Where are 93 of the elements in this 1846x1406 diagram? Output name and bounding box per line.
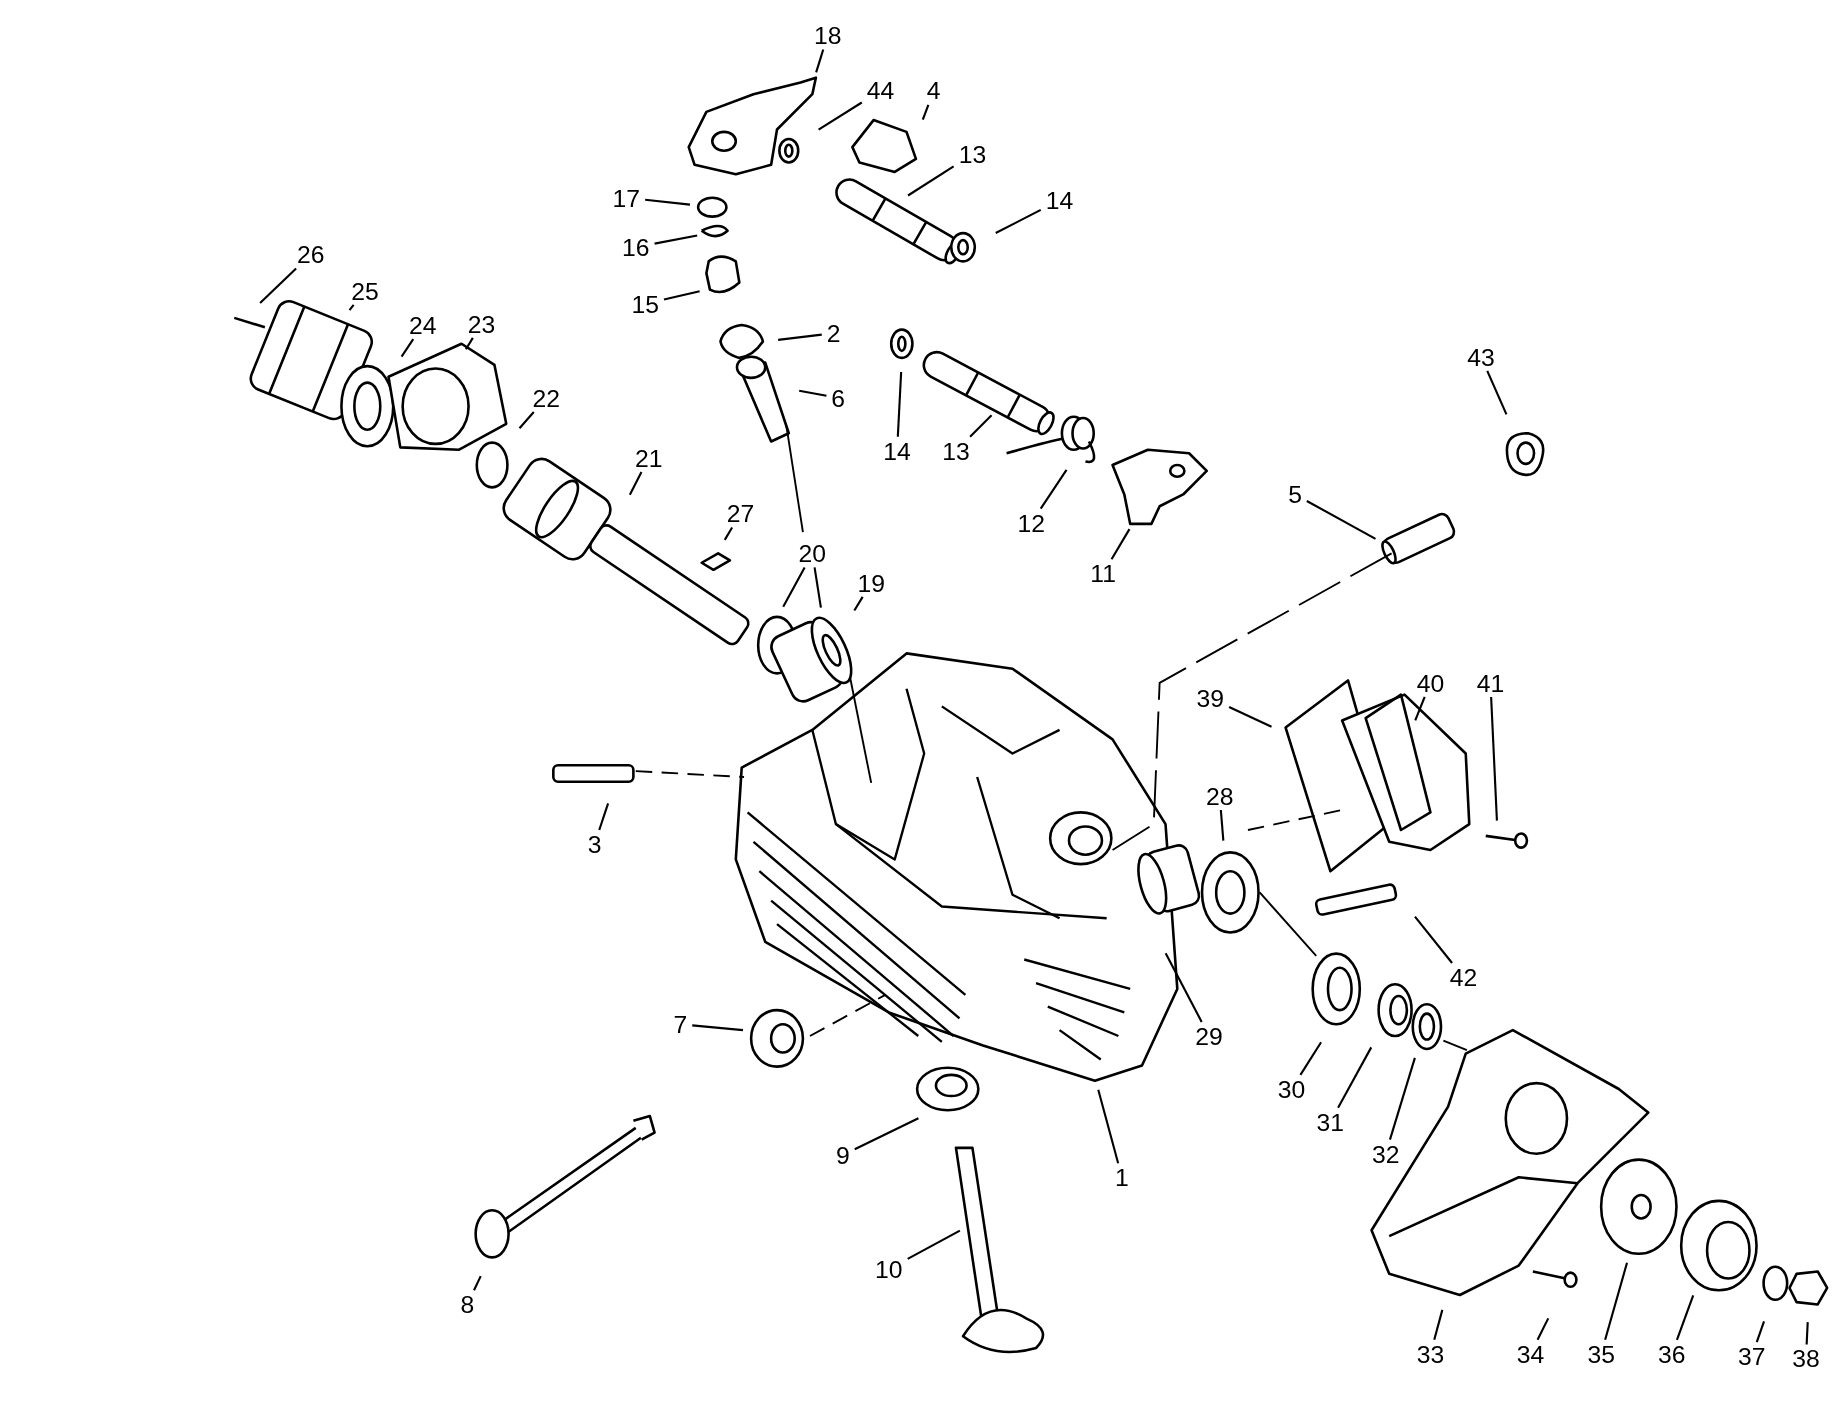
callout-number: 30 (1277, 1076, 1306, 1102)
callout-number: 16 (622, 234, 650, 260)
callout-number: 44 (866, 78, 895, 103)
callout-number: 37 (1738, 1343, 1766, 1369)
leader-line (815, 49, 825, 73)
leader-line (598, 803, 610, 831)
leader-line (1604, 1262, 1629, 1341)
callout-number: 20 (798, 540, 827, 566)
callout-number: 13 (942, 438, 970, 464)
callout-number: 5 (1288, 482, 1302, 507)
leader-line (1110, 528, 1131, 560)
callout-number: 18 (813, 22, 842, 48)
leader-line (782, 566, 806, 608)
callout-number: 19 (857, 570, 885, 596)
callout-number: 14 (883, 438, 911, 464)
callout-number: 2 (826, 320, 841, 346)
callout-number: 29 (1195, 1023, 1223, 1049)
leader-line (907, 165, 955, 197)
leader-line (969, 414, 993, 438)
leader-line (645, 198, 691, 206)
leader-line (1805, 1322, 1809, 1345)
leader-line (1490, 696, 1498, 821)
leader-line (818, 101, 863, 131)
callout-number: 38 (1792, 1346, 1820, 1371)
leader-line (1039, 469, 1068, 510)
callout-number: 7 (673, 1011, 688, 1037)
callout-number: 12 (1017, 510, 1046, 536)
callout-number: 39 (1196, 685, 1224, 711)
callout-number: 33 (1416, 1341, 1445, 1367)
leader-line (1299, 1041, 1322, 1076)
leader-line (921, 104, 930, 121)
callout-number: 15 (631, 291, 659, 317)
callout-number: 28 (1205, 783, 1234, 809)
callout-number: 27 (726, 500, 755, 526)
leader-line (654, 234, 698, 245)
leader-line (518, 411, 535, 429)
leader-line (473, 1275, 482, 1291)
leader-line (348, 304, 355, 311)
callout-number: 17 (612, 185, 641, 211)
callout-number: 43 (1467, 344, 1495, 370)
callout-number: 42 (1449, 964, 1478, 990)
callout-number: 40 (1416, 670, 1445, 696)
leader-line (1164, 952, 1203, 1023)
leader-line (663, 290, 700, 301)
leader-line (853, 596, 864, 612)
callout-number: 8 (460, 1292, 475, 1317)
callout-number: 14 (1045, 187, 1074, 213)
callout-number: 25 (351, 278, 379, 304)
leader-line (1414, 915, 1453, 964)
callout-number: 41 (1476, 670, 1505, 696)
leader-line (1675, 1295, 1695, 1341)
callout-number: 32 (1371, 1141, 1400, 1167)
callout-number: 24 (408, 312, 437, 338)
leader-line (1755, 1321, 1766, 1343)
leader-line (907, 1229, 961, 1260)
leader-line (1306, 500, 1377, 540)
leader-line (1536, 1317, 1550, 1341)
leader-line (995, 208, 1042, 234)
leader-line (1097, 1089, 1120, 1164)
leader-line (400, 338, 415, 358)
leader-line (1337, 1046, 1373, 1109)
callout-number: 36 (1658, 1341, 1686, 1367)
callout-number: 23 (467, 311, 496, 337)
leader-line (1486, 370, 1508, 415)
leader-line (1433, 1309, 1444, 1341)
leader-line (813, 567, 822, 608)
callout-number: 26 (297, 241, 325, 267)
callout-number: 10 (875, 1256, 903, 1282)
callout-number: 9 (836, 1142, 850, 1168)
leader-line (1388, 1057, 1416, 1140)
callout-number: 22 (532, 385, 560, 411)
callout-number: 31 (1316, 1109, 1345, 1135)
leader-line (1414, 696, 1426, 721)
callout-number: 13 (958, 141, 987, 167)
leader-line (259, 267, 297, 304)
leader-line (692, 1024, 744, 1032)
leader-line (896, 371, 903, 437)
callout-number: 4 (926, 78, 941, 103)
callout-number: 11 (1090, 561, 1116, 586)
leader-line (1219, 809, 1225, 841)
callout-number: 35 (1587, 1341, 1615, 1367)
leader-line (854, 1117, 919, 1151)
callout-number: 6 (831, 385, 846, 411)
callout-number: 34 (1516, 1341, 1545, 1367)
leader-line (777, 333, 822, 341)
leader-line (723, 526, 734, 541)
leader-line (799, 389, 827, 397)
callout-number: 1 (1115, 1164, 1129, 1190)
leader-line (1228, 706, 1272, 728)
callout-number: 21 (634, 445, 663, 471)
callout-number: 3 (587, 831, 602, 857)
leader-line (628, 471, 643, 496)
leader-line (465, 337, 474, 350)
